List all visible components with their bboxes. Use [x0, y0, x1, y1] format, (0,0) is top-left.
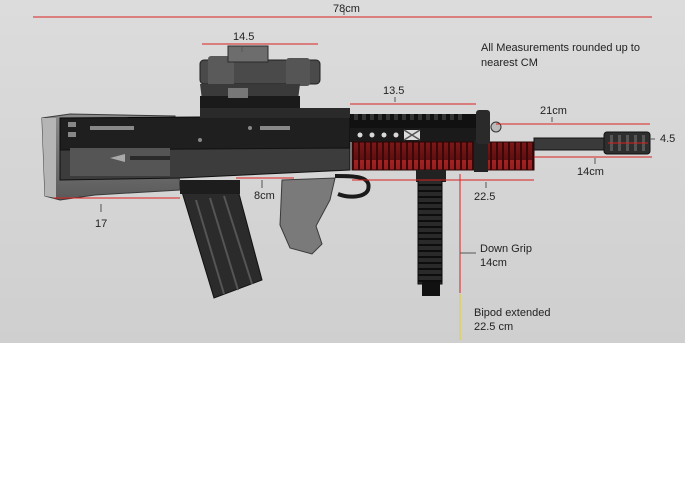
- label-barrel-lower: 14cm: [577, 166, 604, 178]
- receiver-rail: [200, 108, 350, 118]
- handguard-dots: [357, 132, 399, 138]
- label-pistol-grip: 8cm: [254, 190, 275, 202]
- front-sight: [476, 110, 490, 144]
- label-scope-length: 14.5: [233, 31, 255, 43]
- barrel: [533, 137, 605, 151]
- trigger-guard: [334, 174, 371, 199]
- red-rail: [351, 141, 535, 171]
- label-lower-rail: 22.5: [474, 191, 496, 203]
- dimension-ticks: [100, 11, 655, 254]
- pistol-grip: [279, 177, 336, 255]
- receiver-upper: [59, 115, 351, 153]
- label-down-grip-value: 14cm: [480, 257, 507, 269]
- grip-mount: [416, 170, 446, 182]
- foregrip-foot: [422, 282, 440, 296]
- label-bipod-value: 22.5 cm: [474, 321, 514, 333]
- label-down-grip-title: Down Grip: [480, 243, 532, 255]
- label-muzzle-length: 4.5: [660, 133, 676, 145]
- magazine: [181, 189, 263, 299]
- rifle-diagram: 78cm 14.5 13.5 21cm 4.5 14cm 17 8cm 22.5…: [0, 0, 685, 343]
- rail-end-cap: [474, 140, 488, 172]
- label-barrel-length: 21cm: [540, 105, 567, 117]
- mag-well: [180, 180, 240, 194]
- butt-pad: [42, 118, 56, 198]
- cocking-arrow: [110, 154, 125, 162]
- label-top-rail: 13.5: [383, 85, 405, 97]
- scope: [199, 45, 321, 108]
- foregrip: [417, 179, 443, 285]
- side-slot: [130, 156, 170, 160]
- receiver-holes: [68, 122, 290, 142]
- blank-area: [0, 343, 685, 500]
- measurement-note: All Measurements rounded up to nearest C…: [481, 42, 640, 69]
- label-bipod-title: Bipod extended: [474, 307, 551, 319]
- label-overall-length: 78cm: [333, 3, 360, 15]
- flag-emblem: [403, 129, 421, 141]
- magazine-ribs: [195, 195, 253, 295]
- rifle-drawing: [33, 11, 655, 340]
- label-stock: 17: [95, 218, 108, 230]
- receiver-side-plate: [70, 148, 170, 176]
- top-rail-teeth: [354, 114, 462, 120]
- dimension-lines: [33, 16, 652, 293]
